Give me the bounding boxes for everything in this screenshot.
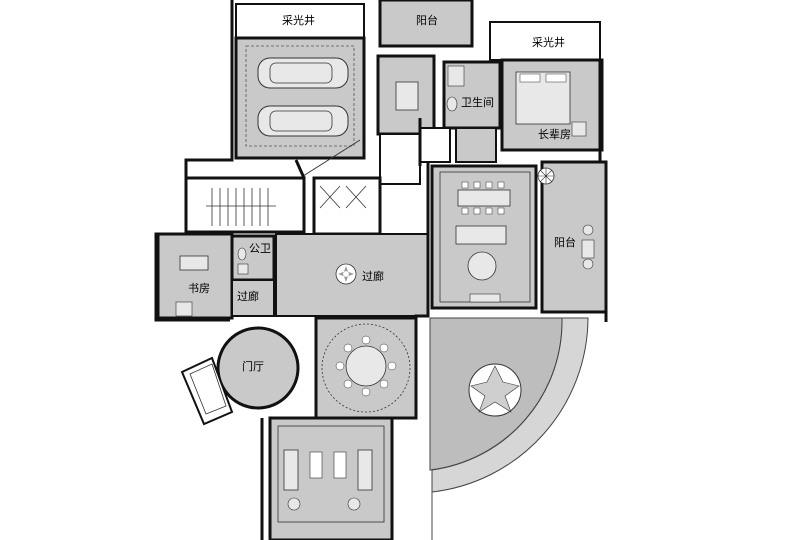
floor-medallion-icon xyxy=(335,263,357,285)
garden-path xyxy=(431,317,589,540)
label-elder-room: 长辈房 xyxy=(538,127,571,141)
sofa-icon xyxy=(283,449,373,491)
bed-icon xyxy=(515,71,571,125)
utility-block xyxy=(379,133,421,185)
foyer xyxy=(216,326,300,410)
label-lightwell-right: 采光井 xyxy=(532,35,565,49)
elevator-block xyxy=(312,176,382,236)
outer-wall xyxy=(154,0,608,540)
garage xyxy=(234,36,366,160)
label-corridor-small: 过廊 xyxy=(237,289,259,303)
plant-icon xyxy=(537,167,555,185)
label-foyer: 门厅 xyxy=(242,359,264,373)
sofa-icon xyxy=(455,225,507,245)
round-table-icon xyxy=(335,335,397,397)
car-icon xyxy=(257,105,349,137)
car-icon xyxy=(257,57,349,89)
balcony-top xyxy=(378,0,474,48)
label-lightwell-left: 采光井 xyxy=(282,13,315,27)
label-corridor-main: 过廊 xyxy=(362,269,384,283)
corridor-small xyxy=(231,279,275,317)
label-study: 书房 xyxy=(188,282,210,295)
label-bathroom: 卫生间 xyxy=(461,95,494,109)
label-public-wc: 公卫 xyxy=(249,242,271,255)
staircase xyxy=(184,176,306,234)
study xyxy=(156,232,234,320)
dining-table-icon xyxy=(457,181,511,215)
tree-icon xyxy=(468,363,522,417)
label-balcony-right: 阳台 xyxy=(554,235,576,249)
label-balcony-top: 阳台 xyxy=(416,13,438,27)
